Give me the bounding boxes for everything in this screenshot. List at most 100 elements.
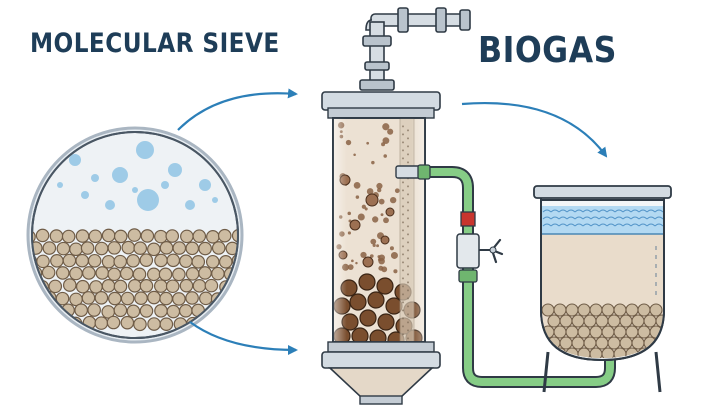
bubble-icon bbox=[112, 167, 128, 183]
bead-icon bbox=[631, 336, 645, 350]
bead-icon bbox=[553, 303, 567, 317]
bead-icon bbox=[211, 266, 225, 281]
bead-icon bbox=[565, 303, 579, 317]
bead-icon bbox=[185, 241, 200, 256]
bead-icon bbox=[55, 291, 70, 306]
bead-icon bbox=[127, 278, 142, 293]
bead-icon bbox=[631, 314, 645, 328]
bead-icon bbox=[146, 267, 161, 282]
bead-icon bbox=[62, 253, 77, 268]
bead-icon bbox=[55, 266, 70, 280]
bead-icon bbox=[120, 291, 135, 306]
bead-icon bbox=[159, 317, 174, 332]
bead-icon bbox=[126, 304, 141, 319]
magnified-sieve-circle bbox=[26, 126, 251, 344]
bead-icon bbox=[88, 229, 103, 244]
bead-icon bbox=[101, 228, 116, 243]
bead-icon bbox=[147, 317, 161, 331]
bead-icon bbox=[154, 253, 168, 268]
biogas-tank bbox=[533, 185, 672, 393]
bead-icon bbox=[589, 325, 603, 339]
arrow-icon bbox=[189, 321, 298, 355]
bead-icon bbox=[607, 336, 621, 350]
bead-icon bbox=[205, 254, 220, 269]
bead-icon bbox=[619, 336, 633, 350]
bead-icon bbox=[239, 293, 251, 305]
bead-icon bbox=[35, 228, 50, 243]
bead-icon bbox=[159, 291, 173, 306]
bead-icon bbox=[49, 229, 64, 243]
bead-icon bbox=[81, 291, 96, 305]
bead-icon bbox=[565, 325, 579, 339]
bead-icon bbox=[172, 267, 186, 282]
bead-icon bbox=[158, 267, 173, 282]
bead-icon bbox=[204, 278, 219, 293]
bead-icon bbox=[153, 279, 168, 293]
bead-icon bbox=[595, 314, 609, 328]
sieve-column bbox=[321, 91, 441, 405]
bead-icon bbox=[231, 303, 238, 318]
bead-icon bbox=[69, 242, 83, 257]
bead-icon bbox=[133, 317, 147, 332]
bead-icon bbox=[139, 253, 154, 267]
bead-icon bbox=[637, 325, 651, 339]
bead-icon bbox=[32, 278, 37, 292]
bead-icon bbox=[172, 241, 187, 255]
bead-icon bbox=[139, 304, 154, 318]
bead-icon bbox=[42, 241, 57, 255]
bead-icon bbox=[589, 303, 603, 317]
bead-icon bbox=[625, 325, 639, 339]
bead-icon bbox=[166, 304, 181, 319]
bead-icon bbox=[178, 304, 193, 318]
bead-icon bbox=[94, 241, 109, 256]
bead-icon bbox=[36, 254, 50, 269]
bubble-icon bbox=[69, 154, 81, 166]
bead-icon bbox=[601, 325, 615, 339]
green-transfer-pipe bbox=[417, 164, 616, 388]
bead-icon bbox=[82, 266, 96, 280]
bead-icon bbox=[206, 230, 220, 244]
bead-icon bbox=[75, 279, 90, 294]
bead-icon bbox=[42, 315, 56, 330]
bead-icon bbox=[655, 336, 664, 350]
bead-icon bbox=[94, 316, 109, 330]
bead-icon bbox=[139, 279, 154, 293]
bead-icon bbox=[50, 253, 64, 268]
molecular-sieve-label: MOLECULAR SIEVE bbox=[30, 28, 280, 59]
bead-icon bbox=[541, 303, 555, 317]
bead-icon bbox=[166, 253, 181, 268]
bead-icon bbox=[119, 266, 134, 281]
bead-icon bbox=[61, 229, 76, 244]
bead-icon bbox=[571, 336, 585, 350]
bead-icon bbox=[32, 316, 43, 331]
bead-icon bbox=[126, 254, 140, 268]
bubble-icon bbox=[161, 181, 169, 189]
bead-icon bbox=[613, 303, 627, 317]
bead-icon bbox=[121, 240, 136, 255]
bead-icon bbox=[649, 303, 663, 317]
bead-icon bbox=[41, 265, 56, 280]
bead-icon bbox=[583, 336, 597, 350]
bubble-icon bbox=[91, 174, 99, 182]
bead-icon bbox=[211, 241, 226, 255]
bead-icon bbox=[94, 291, 109, 305]
bead-icon bbox=[120, 315, 135, 330]
bead-icon bbox=[56, 241, 71, 256]
bead-icon bbox=[224, 317, 238, 331]
bead-icon bbox=[69, 266, 83, 281]
bead-icon bbox=[583, 314, 597, 328]
valve-icon[interactable] bbox=[456, 211, 504, 283]
bead-icon bbox=[107, 267, 122, 282]
bead-icon bbox=[225, 241, 238, 256]
bead-icon bbox=[108, 291, 122, 306]
bead-icon bbox=[198, 266, 212, 280]
bead-icon bbox=[159, 241, 174, 255]
bead-icon bbox=[225, 292, 238, 307]
water-surface bbox=[542, 209, 664, 227]
bead-icon bbox=[192, 279, 207, 293]
bead-icon bbox=[231, 279, 238, 294]
bead-icon bbox=[154, 304, 168, 318]
bead-icon bbox=[217, 305, 232, 319]
bead-icon bbox=[134, 291, 148, 306]
bead-icon bbox=[107, 241, 122, 255]
